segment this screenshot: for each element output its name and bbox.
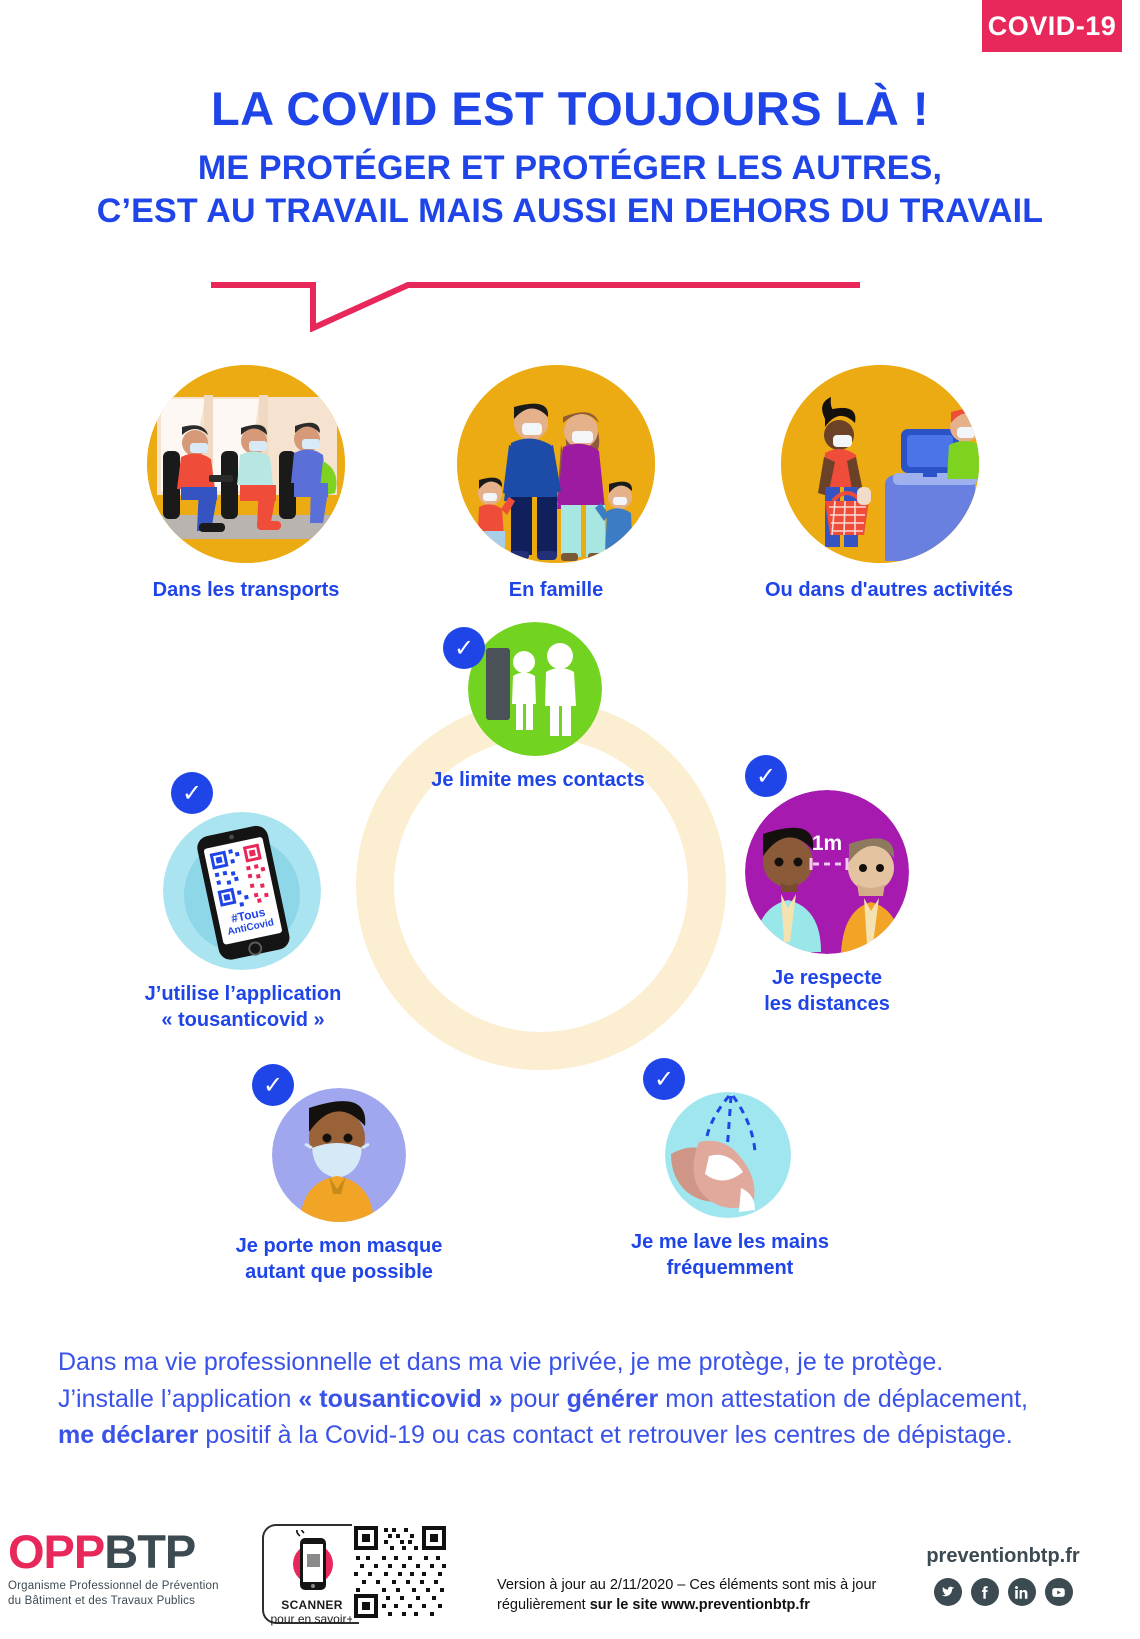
gesture-label-line-1: J’utilise l’application (144, 983, 342, 1005)
site-url[interactable]: preventionbtp.fr (926, 1545, 1080, 1567)
gesture-label-line-1: Je respecte (771, 967, 883, 989)
gesture-wear-mask: ✓ Je porte mon masque autant que possibl… (236, 1064, 442, 1285)
page-title: LA COVID EST TOUJOURS LÀ ! (210, 82, 930, 135)
scanner-caption-line-1: SCANNER (281, 1598, 343, 1612)
facebook-icon[interactable] (970, 1578, 999, 1606)
scanner-caption-line-2: pour en savoir+ (270, 1612, 354, 1626)
covid-badge-label: COVID-19 (987, 10, 1117, 41)
two-people-door-icon (468, 622, 602, 756)
contexts-row: Dans les transports (0, 365, 1140, 605)
gesture-label: J’utilise l’application « tousanticovid … (83, 982, 403, 1033)
gesture-label-line-1: Je me lave les mains (631, 1231, 829, 1253)
gesture-limit-contacts: ✓ Je limite mes contacts (431, 622, 645, 794)
version-text: Version à jour au 2/11/2020 – Ces élémen… (497, 1577, 877, 1614)
body-line-1: Dans ma vie professionnelle et dans ma v… (58, 1348, 944, 1376)
bus-passengers-icon (147, 365, 345, 563)
check-glyph: ✓ (262, 1071, 284, 1099)
gesture-label: Je respecte les distances (695, 966, 959, 1017)
washing-hands-icon (665, 1092, 791, 1218)
qr-code-icon (352, 1524, 448, 1620)
check-glyph: ✓ (181, 779, 203, 807)
logo-btp-text: BTP (104, 1525, 196, 1578)
check-glyph: ✓ (453, 634, 475, 662)
gesture-label: Je porte mon masque autant que possible (172, 1234, 506, 1285)
logo-opp-text: OPP (8, 1525, 105, 1578)
scanner-frame (262, 1524, 359, 1624)
body-line-2: J’installe l’application « tousanticovid… (58, 1381, 1088, 1418)
check-glyph: ✓ (755, 762, 777, 790)
gesture-label-line-2: les distances (764, 992, 890, 1015)
distance-value: 1m (812, 832, 842, 855)
body-generate-word: générer (566, 1384, 659, 1413)
footer: OPPBTP Organisme Professionnel de Préven… (0, 1500, 1140, 1639)
context-label: Dans les transports (152, 579, 340, 601)
gesture-label-line-2: fréquemment (666, 1256, 794, 1279)
context-transports: Dans les transports (146, 365, 346, 602)
gesture-label-line-2: autant que possible (245, 1260, 433, 1283)
body-line-3: me déclarer positif à la Covid-19 ou cas… (58, 1417, 1088, 1454)
social-links (880, 1578, 1126, 1606)
twitter-icon[interactable] (933, 1578, 962, 1606)
logo-wordmark: OPPBTP (8, 1528, 219, 1575)
body-paragraph: Dans ma vie professionnelle et dans ma v… (58, 1344, 1088, 1454)
linkedin-icon[interactable] (1007, 1578, 1036, 1606)
family-icon (457, 365, 655, 563)
person-mask-icon (272, 1088, 406, 1222)
covid-badge: COVID-19 (982, 0, 1122, 52)
oppbtp-logo: OPPBTP Organisme Professionnel de Préven… (8, 1528, 219, 1609)
two-people-distance-icon: 1m (745, 790, 909, 954)
gesture-label: Je me lave les mains fréquemment (565, 1230, 895, 1281)
body-declare-word: me déclarer (58, 1421, 199, 1449)
logo-tagline-line-1: Organisme Professionnel de Prévention (8, 1580, 219, 1592)
check-badge-icon: ✓ (252, 1064, 294, 1106)
check-badge-icon: ✓ (643, 1058, 685, 1100)
context-famille: En famille (456, 365, 656, 602)
youtube-icon[interactable] (1044, 1578, 1073, 1606)
smartphone-qr-icon: #Tous AntiCovid (163, 812, 321, 970)
title-block: LA COVID EST TOUJOURS LÀ ! ME PROTÉGER E… (0, 84, 1140, 233)
page-subtitle: ME PROTÉGER ET PROTÉGER LES AUTRES, C’ES… (0, 147, 1140, 233)
check-badge-icon: ✓ (745, 755, 787, 797)
gesture-wash-hands: ✓ Je me lave les mains fréquemment (631, 1058, 829, 1281)
gesture-label: Je limite mes contacts (431, 769, 645, 791)
scanner-caption: SCANNER pour en savoir+ (262, 1598, 362, 1626)
check-badge-icon: ✓ (171, 772, 213, 814)
check-badge-icon: ✓ (443, 627, 485, 669)
shopping-checkout-icon (781, 365, 979, 563)
context-label: En famille (508, 579, 604, 601)
body-line-2-mid: pour (502, 1384, 567, 1413)
gesture-distance: ✓ 1m (745, 755, 915, 1017)
logo-tagline-line-2: du Bâtiment et des Travaux Publics (8, 1595, 196, 1608)
phone-scan-icon (293, 1530, 333, 1590)
body-line-3-post: positif à la Covid-19 ou cas contact et … (198, 1421, 1013, 1449)
version-note: Version à jour au 2/11/2020 – Ces élémen… (497, 1575, 917, 1616)
gesture-app: ✓ (145, 772, 341, 1033)
version-site-link[interactable]: sur le site www.preventionbtp.fr (589, 1597, 810, 1614)
logo-tagline: Organisme Professionnel de Prévention du… (8, 1579, 219, 1609)
gesture-label-line-2: « tousanticovid » (161, 1008, 325, 1031)
context-label: Ou dans d'autres activités (765, 579, 1014, 601)
body-line-2-post: mon attestation de déplacement, (658, 1384, 1028, 1413)
red-bracket-divider (211, 282, 860, 332)
body-app-name: « tousanticovid » (298, 1384, 503, 1413)
check-glyph: ✓ (653, 1065, 675, 1093)
body-line-2-pre: J’installe l’application (58, 1384, 299, 1413)
subtitle-line-2: C’EST AU TRAVAIL MAIS AUSSI EN DEHORS DU… (96, 192, 1044, 231)
context-activites: Ou dans d'autres activités (765, 365, 1014, 602)
gesture-label-line-1: Je porte mon masque (235, 1235, 443, 1257)
subtitle-line-1: ME PROTÉGER ET PROTÉGER LES AUTRES, (197, 149, 943, 188)
